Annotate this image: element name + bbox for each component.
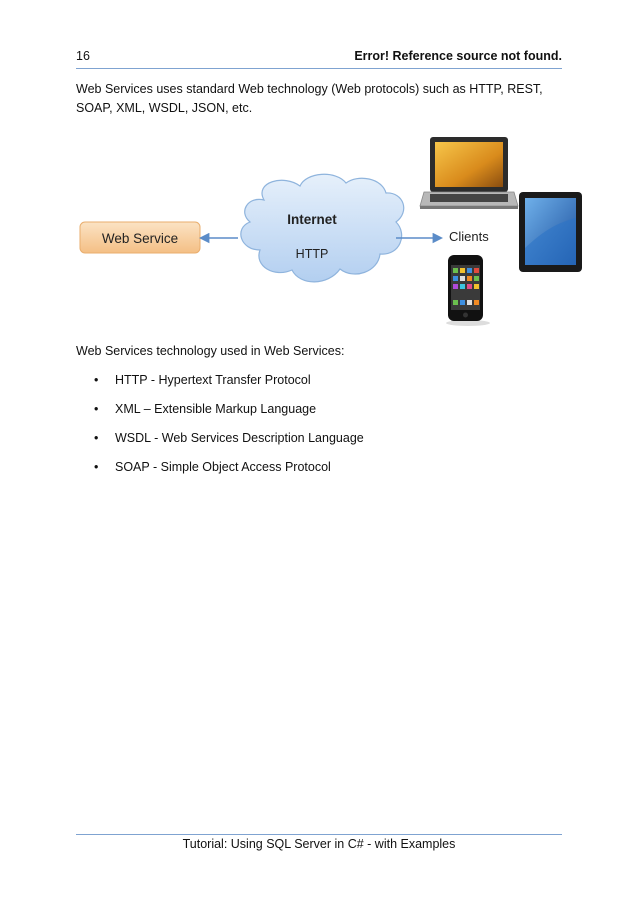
- header-rule: [76, 68, 562, 69]
- laptop-icon: [419, 137, 519, 209]
- smartphone-icon: [446, 255, 490, 326]
- web-service-label: Web Service: [102, 231, 178, 246]
- header-title: Error! Reference source not found.: [354, 49, 562, 63]
- footer-text: Tutorial: Using SQL Server in C# - with …: [182, 837, 456, 851]
- web-services-diagram: Web Service Internet HTTP Clients: [79, 137, 582, 326]
- bullet-icon: •: [94, 431, 99, 445]
- list-item-text: SOAP - Simple Object Access Protocol: [115, 460, 331, 474]
- bullet-icon: •: [94, 402, 99, 416]
- tablet-icon: [519, 192, 582, 272]
- list-item: • HTTP - Hypertext Transfer Protocol: [76, 371, 364, 400]
- bullet-icon: •: [94, 460, 99, 474]
- section-title: Web Services technology used in Web Serv…: [76, 344, 345, 358]
- list-item-text: XML – Extensible Markup Language: [115, 402, 317, 416]
- footer-rule: [76, 834, 562, 835]
- web-service-box: Web Service: [79, 221, 201, 254]
- clients-label: Clients: [449, 229, 489, 244]
- technology-list: • HTTP - Hypertext Transfer Protocol • XML…: [76, 371, 364, 487]
- list-item-text: HTTP - Hypertext Transfer Protocol: [115, 373, 311, 387]
- list-item: • WSDL - Web Services Description Languag…: [76, 429, 364, 458]
- page-number: 16: [76, 49, 90, 63]
- internet-cloud: Internet HTTP: [240, 173, 405, 283]
- intro-paragraph: Web Services uses standard Web technolog…: [76, 82, 543, 115]
- list-item-text: WSDL - Web Services Description Language: [115, 431, 364, 445]
- cloud-protocol: HTTP: [296, 247, 329, 261]
- cloud-title: Internet: [287, 212, 337, 227]
- list-item: • SOAP - Simple Object Access Protocol: [76, 458, 364, 487]
- list-item: • XML – Extensible Markup Language: [76, 400, 364, 429]
- bullet-icon: •: [94, 373, 99, 387]
